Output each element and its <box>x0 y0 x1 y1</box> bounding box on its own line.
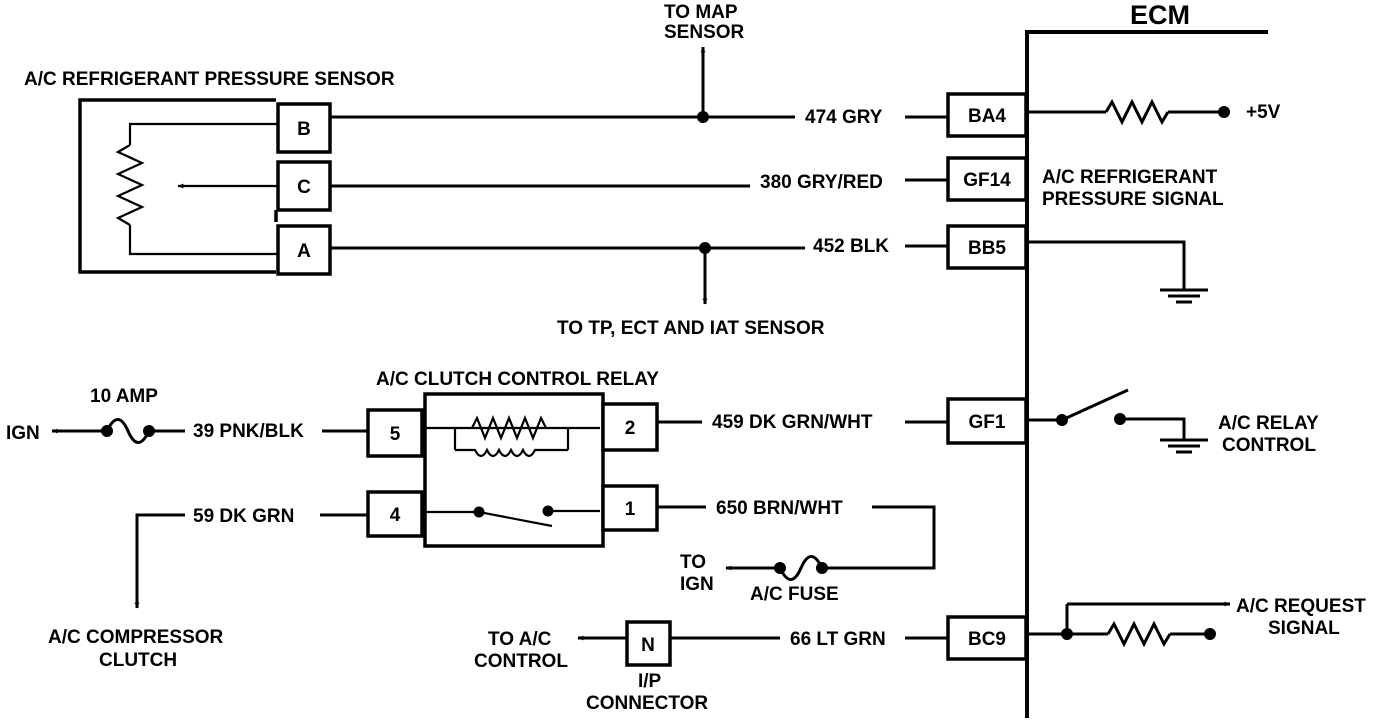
wire-452-label: 452 BLK <box>813 236 889 257</box>
wire-650-label: 650 BRN/WHT <box>716 498 843 519</box>
wire-459-label: 459 DK GRN/WHT <box>712 412 873 433</box>
ecm-block: ECM <box>1025 0 1268 718</box>
ecm-pins: BA4 GF14 BB5 GF1 BC9 <box>946 92 1028 661</box>
sensor-wires: TO MAP SENSOR 474 GRY 380 GRY/RED 452 BL… <box>330 2 948 339</box>
relay-pin-1-label: 1 <box>625 499 636 520</box>
relay-control-label-2: CONTROL <box>1222 435 1316 456</box>
wire-59-label: 59 DK GRN <box>193 506 294 527</box>
to-ign-label-1: TO <box>680 552 706 573</box>
ecm-internals: +5V A/C REFRIGERANT PRESSURE SIGNAL A/C … <box>1027 98 1366 648</box>
relay-pin-4-label: 4 <box>390 505 401 526</box>
relay-pin-4 <box>366 490 424 538</box>
ac-fuse-label: A/C FUSE <box>750 584 839 605</box>
ecm-pin-bc9-label: BC9 <box>968 629 1006 650</box>
to-map-label-2: SENSOR <box>664 22 745 43</box>
to-ac-label-1: TO A/C <box>488 629 552 650</box>
plus5v-terminal <box>1218 106 1230 118</box>
relay-title: A/C CLUTCH CONTROL RELAY <box>376 369 659 390</box>
signal-label-1: A/C REFRIGERANT <box>1042 167 1218 188</box>
ip-label-2: CONNECTOR <box>586 693 708 714</box>
ac-fuse <box>778 555 824 581</box>
ign-label: IGN <box>6 423 40 444</box>
relay-wires: 10 AMP IGN 39 PNK/BLK 459 DK GRN/WHT 59 … <box>6 386 948 714</box>
clutch-relay: A/C CLUTCH CONTROL RELAY 5 2 4 1 <box>366 369 659 548</box>
ecm-pin-bb5 <box>946 224 1028 270</box>
relay-pin-2-label: 2 <box>625 418 636 439</box>
wire-474-label: 474 GRY <box>805 107 883 128</box>
to-ac-label-2: CONTROL <box>474 651 568 672</box>
sensor-pin-b <box>276 102 332 154</box>
relay-pin-5-label: 5 <box>390 424 401 445</box>
sensor-pin-a <box>276 224 332 276</box>
ip-label-1: I/P <box>638 671 662 692</box>
pressure-sensor: A/C REFRIGERANT PRESSURE SENSOR B C A <box>24 69 395 276</box>
ip-connector-pin <box>625 620 672 667</box>
ecm-pin-gf1 <box>946 397 1028 445</box>
request-terminal <box>1204 628 1216 640</box>
ecm-pin-ba4 <box>946 92 1028 138</box>
to-ign-label-2: IGN <box>680 574 714 595</box>
relay-pin-5 <box>366 408 424 458</box>
ecm-title: ECM <box>1130 0 1190 30</box>
request-label-2: SIGNAL <box>1268 618 1340 639</box>
compressor-label-1: A/C COMPRESSOR <box>48 627 224 648</box>
ecm-pin-bc9 <box>946 615 1028 661</box>
ecm-pin-gf14 <box>946 156 1028 202</box>
to-tp-label: TO TP, ECT AND IAT SENSOR <box>557 318 825 339</box>
sensor-pin-c-label: C <box>297 177 311 198</box>
relay-control-label-1: A/C RELAY <box>1218 413 1319 434</box>
sensor-title: A/C REFRIGERANT PRESSURE SENSOR <box>24 69 395 90</box>
fuse-10a-label: 10 AMP <box>90 386 158 407</box>
relay-pin-1 <box>601 484 659 532</box>
wire-380-label: 380 GRY/RED <box>760 172 883 193</box>
ip-pin-label: N <box>641 635 655 656</box>
plus5v-label: +5V <box>1246 102 1281 123</box>
ecm-pin-bb5-label: BB5 <box>968 238 1006 259</box>
sensor-pin-a-label: A <box>297 241 311 262</box>
request-label-1: A/C REQUEST <box>1236 596 1366 617</box>
sensor-pin-b-label: B <box>297 119 311 140</box>
ecm-pin-ba4-label: BA4 <box>968 106 1006 127</box>
ecm-pin-gf14-label: GF14 <box>963 170 1011 191</box>
relay-body <box>423 392 605 548</box>
wire-66-label: 66 LT GRN <box>790 629 886 650</box>
signal-label-2: PRESSURE SIGNAL <box>1042 189 1224 210</box>
fuse-10a <box>105 418 151 444</box>
relay-pin-2 <box>601 402 659 452</box>
ecm-pin-gf1-label: GF1 <box>969 412 1006 433</box>
compressor-label-2: CLUTCH <box>99 650 177 671</box>
wire-39-label: 39 PNK/BLK <box>193 421 304 442</box>
to-map-label-1: TO MAP <box>664 2 738 23</box>
